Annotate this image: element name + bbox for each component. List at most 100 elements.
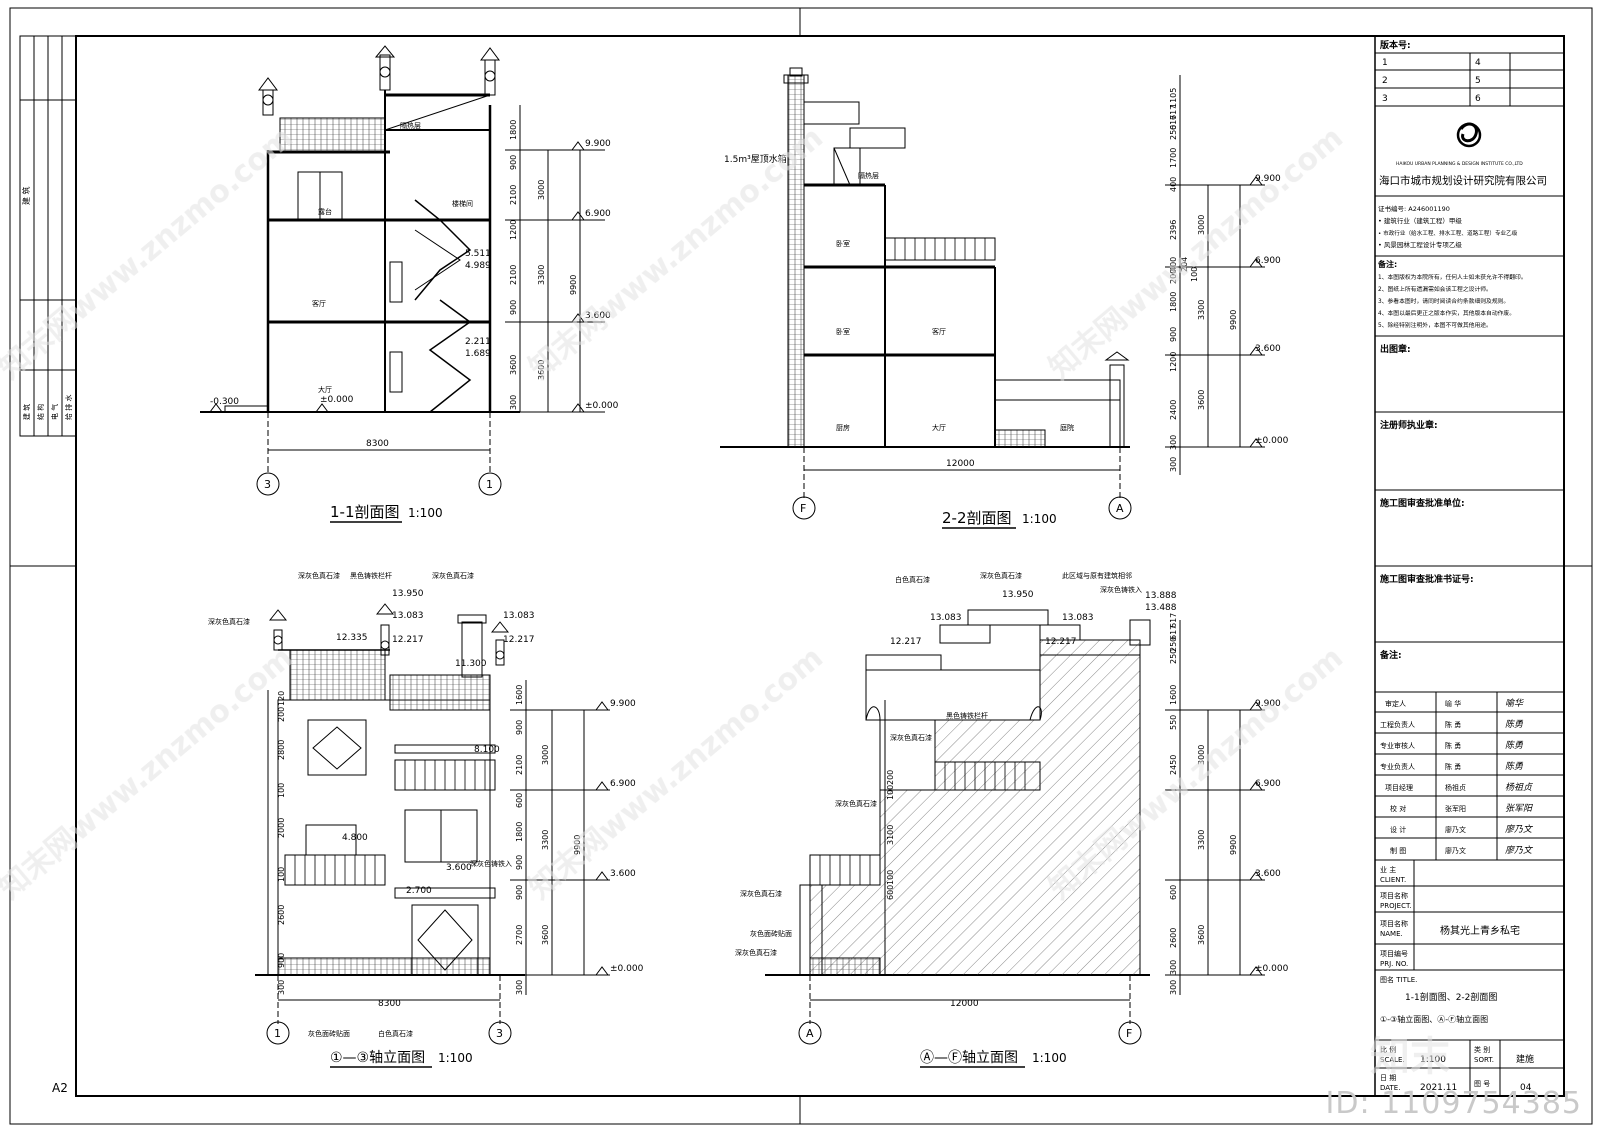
section-2-2 [720, 67, 1265, 520]
dim: 617 [1169, 105, 1178, 120]
axis-bubble: A [806, 1027, 814, 1040]
scale-label: 比 例 [1380, 1045, 1396, 1054]
level-mark: 6.900 [1255, 256, 1281, 266]
drawing-scale: 1:100 [438, 1051, 473, 1065]
title-label: 图名 TITLE. [1380, 975, 1417, 984]
material-note: 灰色面砖贴面 [750, 929, 792, 938]
dim: 2100 [509, 265, 518, 285]
height-mark: 13.950 [392, 589, 424, 599]
strip-row-1: 建 筑 [22, 404, 31, 420]
dim: 900 [509, 155, 518, 170]
dim: 100 [277, 867, 286, 882]
height-mark: 13.488 [1145, 603, 1177, 613]
dim: 2800 [277, 740, 286, 760]
dim: 250 [1169, 649, 1178, 664]
axis-bubble: 3 [496, 1027, 503, 1040]
staff-role: 设 计 [1390, 825, 1406, 834]
staff-role: 专业审核人 [1380, 741, 1415, 750]
project-name-value: 杨其光上青乡私宅 [1440, 924, 1520, 937]
level-mark: 9.900 [585, 139, 611, 149]
material-note: 深灰色真石漆 [298, 571, 340, 580]
dim: 550 [1169, 715, 1178, 730]
level-mark: ±0.000 [610, 964, 644, 974]
elevation-a-f-text: 白色真石漆 深灰色真石漆 此区域与原有建筑相邻 深灰色铸铁入 黑色铸铁栏杆 深灰… [735, 571, 1289, 1068]
dim: 2400 [1169, 400, 1178, 420]
dim: 617 [1169, 625, 1178, 640]
cert-line: • 市政行业（给水工程、排水工程、道路工程）专业乙级 [1378, 229, 1518, 237]
dim: 100 [886, 870, 895, 885]
svg-text:知末: 知末 [1370, 1034, 1450, 1080]
staff-signature: 喻华 [1505, 698, 1524, 709]
remark-label: 备注: [1379, 649, 1402, 661]
room-label: 客厅 [932, 327, 946, 336]
project-label: 项目名称 [1380, 891, 1408, 900]
note-line: 4、本图以最后更正之版本作实，其他版本自动作废。 [1378, 309, 1515, 317]
axis-bubble: 3 [264, 478, 271, 491]
stair-mark: 4.989 [465, 261, 491, 271]
staff-role: 项目经理 [1385, 783, 1413, 792]
dim: 200 [1169, 269, 1178, 284]
title-line: ①-③轴立面图、Ⓐ-Ⓕ轴立面图 [1380, 1014, 1488, 1024]
staff-signature: 廖乃文 [1505, 824, 1534, 835]
version-cell: 5 [1475, 76, 1481, 86]
sort-value: 建施 [1516, 1053, 1534, 1065]
title-line: 1-1剖面图、2-2剖面图 [1405, 991, 1497, 1003]
dim: 100 [886, 785, 895, 800]
cert-line: • 建筑行业（建筑工程）甲级 [1378, 216, 1462, 225]
dim: 100 [277, 783, 286, 798]
note-line: 1、本图版权为本院所有，任何人士如未获允许不得翻印。 [1378, 273, 1527, 281]
dim: 900 [515, 720, 524, 735]
strip-top-label: 建 筑 [21, 186, 31, 205]
staff-signature: 杨祖贞 [1505, 782, 1534, 793]
staff-role: 校 对 [1390, 804, 1406, 813]
strip-row-2: 结 构 [36, 404, 45, 420]
material-note: 黑色铸铁栏杆 [946, 711, 988, 720]
prj-no-label: 项目编号 [1380, 949, 1408, 958]
staff-name: 陈 勇 [1445, 741, 1461, 750]
dim: 617 [1169, 613, 1178, 628]
drawing-scale: 1:100 [408, 506, 443, 520]
height-mark: 4.800 [342, 833, 368, 843]
dim: 120 [277, 691, 286, 706]
room-label: 隔热层 [400, 121, 421, 130]
level-mark: 6.900 [610, 779, 636, 789]
section-1-1-text: 隔热层 露台 楼梯间 客厅 大厅 9.900 6.900 3.600 ±0.00… [210, 120, 619, 523]
scale-value: 1:100 [1420, 1055, 1446, 1065]
note-line: 5、除经特别注明外，本图不可做其他用途。 [1378, 321, 1492, 329]
dim: 3100 [886, 825, 895, 845]
room-label: 卧室 [836, 239, 850, 248]
dim: 9900 [573, 835, 582, 855]
dim: 3300 [1197, 830, 1206, 850]
dim: 300 [1169, 960, 1178, 975]
dim: 400 [1169, 177, 1178, 192]
height-mark: 13.950 [1002, 590, 1034, 600]
sort-label: 类 别 [1474, 1045, 1490, 1054]
material-note: 深灰色真石漆 [740, 889, 782, 898]
dim: 2396 [1169, 220, 1178, 240]
staff-name: 杨祖贞 [1445, 783, 1466, 792]
level-mark: 9.900 [1255, 699, 1281, 709]
dim: 900 [515, 855, 524, 870]
material-note: 黑色铸铁栏杆 [350, 571, 392, 580]
level-mark: ±0.000 [585, 401, 619, 411]
material-note: 白色真石漆 [378, 1029, 413, 1038]
axis-bubble: F [800, 502, 806, 515]
strip-row-4: 给 排 水 [64, 395, 73, 420]
dim: 600 [886, 885, 895, 900]
axis-bubble: 1 [486, 478, 493, 491]
staff-name: 陈 勇 [1445, 720, 1461, 729]
elevation-1-3 [255, 603, 610, 1045]
dim: 3600 [537, 360, 546, 380]
dim: 250 [1169, 125, 1178, 140]
height-mark: 12.217 [392, 635, 424, 645]
span-dim: 8300 [366, 439, 389, 449]
dim: 3300 [1197, 300, 1206, 320]
height-mark: 13.888 [1145, 591, 1177, 601]
room-label: 庭院 [1060, 423, 1074, 432]
span-dim: 12000 [946, 459, 975, 469]
strip-row-3: 电 气 [50, 404, 59, 420]
material-note: 此区域与原有建筑相邻 [1062, 571, 1132, 580]
staff-role: 工程负责人 [1380, 720, 1415, 729]
room-label: 隔热层 [858, 171, 879, 180]
